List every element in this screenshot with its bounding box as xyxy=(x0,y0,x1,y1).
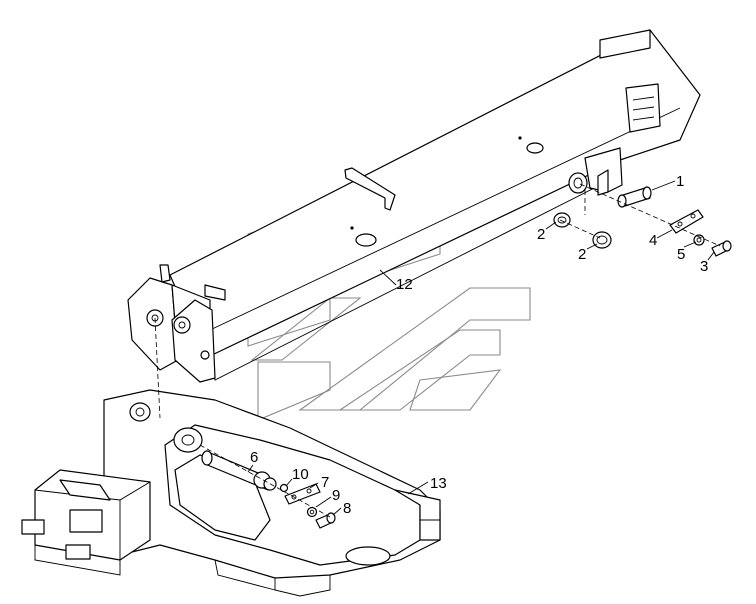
callout-6: 6 xyxy=(250,449,258,466)
turntable-frame xyxy=(103,389,441,597)
lock-plate-4 xyxy=(669,209,704,234)
callout-labels: 1 2 2 3 4 5 6 7 8 9 10 12 13 xyxy=(250,173,708,517)
assembly-lines xyxy=(154,183,721,518)
callout-2-upper: 2 xyxy=(537,226,545,243)
lock-plate-7 xyxy=(284,483,321,505)
callout-13: 13 xyxy=(430,475,447,492)
bushing-2-upper xyxy=(553,212,571,228)
callout-4: 4 xyxy=(649,232,657,249)
callout-2-lower: 2 xyxy=(578,246,586,263)
frame-end-box xyxy=(21,469,151,576)
callout-10: 10 xyxy=(292,466,309,483)
pin-6 xyxy=(201,450,277,491)
pin-1 xyxy=(617,186,652,208)
boom-head xyxy=(127,264,226,383)
bolt-3 xyxy=(711,240,732,257)
callout-7: 7 xyxy=(321,474,329,491)
leader-lines xyxy=(247,180,715,516)
callout-5: 5 xyxy=(677,246,685,263)
washer-9 xyxy=(306,506,318,518)
callout-8: 8 xyxy=(343,500,351,517)
callout-3: 3 xyxy=(700,258,708,275)
callout-9: 9 xyxy=(332,487,340,504)
callout-12: 12 xyxy=(396,276,413,293)
callout-1: 1 xyxy=(676,173,684,190)
bushing-2-lower xyxy=(592,231,612,249)
bolt-8 xyxy=(315,512,336,529)
